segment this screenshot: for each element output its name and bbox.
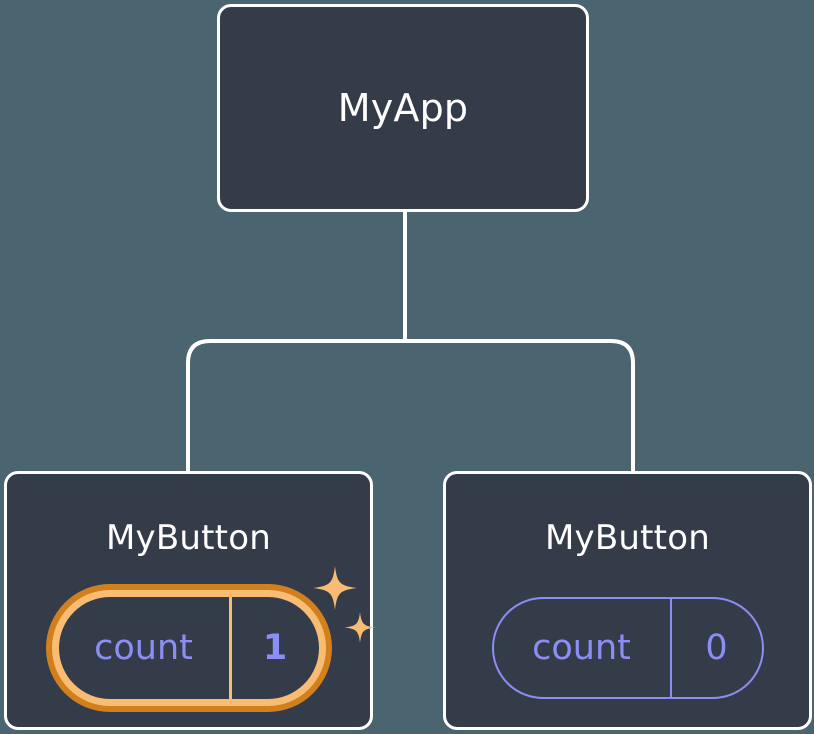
node-mybutton-right-title: MyButton xyxy=(545,518,710,558)
state-badge-left: count 1 xyxy=(58,597,319,699)
node-myapp-title: MyApp xyxy=(337,86,469,130)
state-badge-right-wrap: count 0 xyxy=(491,597,764,699)
state-key-left: count xyxy=(59,597,232,699)
sparkle-large-icon xyxy=(312,566,357,610)
state-value-right: 0 xyxy=(705,628,728,668)
state-value-left: 1 xyxy=(262,628,288,668)
state-badge-left-wrap: count 1 xyxy=(45,566,375,712)
state-badge-left-highlight-ring[interactable]: count 1 xyxy=(45,584,332,712)
node-mybutton-left-title: MyButton xyxy=(106,518,271,558)
node-mybutton-left[interactable]: MyButton count 1 xyxy=(4,471,375,730)
connector-branch xyxy=(186,339,635,471)
state-badge-right[interactable]: count 0 xyxy=(491,597,764,699)
sparkle-small-icon xyxy=(344,612,375,643)
node-myapp[interactable]: MyApp xyxy=(217,4,589,212)
node-mybutton-right[interactable]: MyButton count 0 xyxy=(443,471,812,730)
state-badge-left-inner-ring: count 1 xyxy=(51,590,326,706)
state-key-right: count xyxy=(494,599,672,697)
